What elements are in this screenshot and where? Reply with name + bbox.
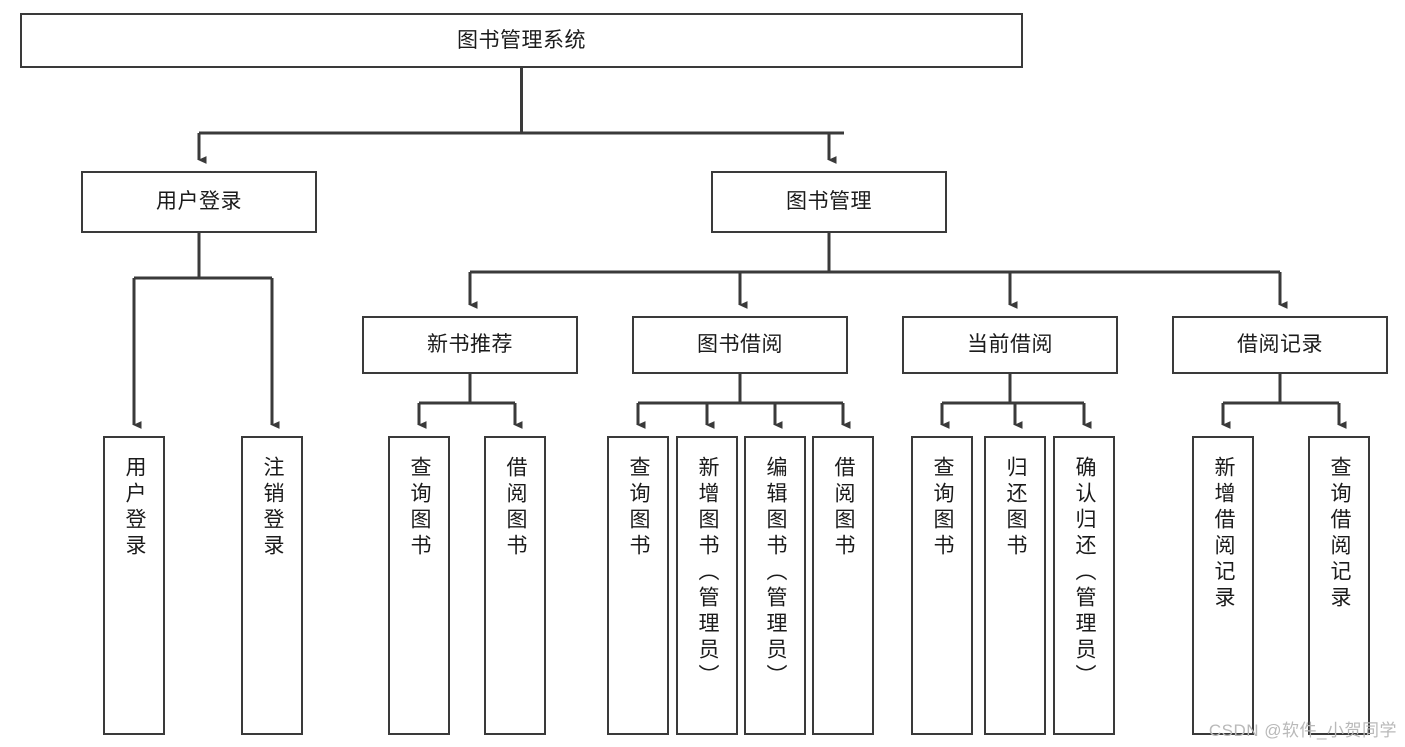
- node-leaf-confirm-return-admin-label: 确认归还（管理员）: [1073, 456, 1097, 690]
- node-leaf-borrow-book-1[interactable]: 借阅图书: [484, 436, 546, 735]
- node-leaf-add-borrow-record-label: 新增借阅记录: [1212, 456, 1236, 612]
- node-book-borrow[interactable]: 图书借阅: [632, 316, 848, 374]
- node-borrow-record[interactable]: 借阅记录: [1172, 316, 1388, 374]
- node-leaf-query-book-3[interactable]: 查询图书: [911, 436, 973, 735]
- node-leaf-return-book[interactable]: 归还图书: [984, 436, 1046, 735]
- node-leaf-query-book-1[interactable]: 查询图书: [388, 436, 450, 735]
- node-book-management-label: 图书管理: [786, 190, 872, 214]
- node-user-login[interactable]: 用户登录: [81, 171, 317, 233]
- node-leaf-query-book-1-label: 查询图书: [408, 456, 432, 560]
- node-current-borrow[interactable]: 当前借阅: [902, 316, 1118, 374]
- node-user-login-label: 用户登录: [156, 190, 242, 214]
- node-leaf-logout-login-label: 注销登录: [261, 456, 285, 560]
- node-leaf-query-borrow-record[interactable]: 查询借阅记录: [1308, 436, 1370, 735]
- node-leaf-query-borrow-record-label: 查询借阅记录: [1328, 456, 1352, 612]
- node-new-book-recommend[interactable]: 新书推荐: [362, 316, 578, 374]
- node-leaf-borrow-book-1-label: 借阅图书: [504, 456, 528, 560]
- node-book-management[interactable]: 图书管理: [711, 171, 947, 233]
- node-leaf-query-book-3-label: 查询图书: [931, 456, 955, 560]
- node-root[interactable]: 图书管理系统: [20, 13, 1023, 68]
- node-leaf-user-login-label: 用户登录: [123, 456, 147, 560]
- node-leaf-borrow-book-2-label: 借阅图书: [832, 456, 856, 560]
- node-leaf-user-login[interactable]: 用户登录: [103, 436, 165, 735]
- node-leaf-add-borrow-record[interactable]: 新增借阅记录: [1192, 436, 1254, 735]
- node-leaf-query-book-2[interactable]: 查询图书: [607, 436, 669, 735]
- node-leaf-edit-book-admin[interactable]: 编辑图书（管理员）: [744, 436, 806, 735]
- node-leaf-borrow-book-2[interactable]: 借阅图书: [812, 436, 874, 735]
- node-current-borrow-label: 当前借阅: [967, 333, 1053, 357]
- node-leaf-edit-book-admin-label: 编辑图书（管理员）: [764, 456, 788, 690]
- node-leaf-query-book-2-label: 查询图书: [627, 456, 651, 560]
- node-book-borrow-label: 图书借阅: [697, 333, 783, 357]
- node-leaf-add-book-admin[interactable]: 新增图书（管理员）: [676, 436, 738, 735]
- node-leaf-return-book-label: 归还图书: [1004, 456, 1028, 560]
- node-borrow-record-label: 借阅记录: [1237, 333, 1323, 357]
- node-root-label: 图书管理系统: [457, 28, 586, 52]
- node-leaf-add-book-admin-label: 新增图书（管理员）: [696, 456, 720, 690]
- node-new-book-recommend-label: 新书推荐: [427, 333, 513, 357]
- node-leaf-confirm-return-admin[interactable]: 确认归还（管理员）: [1053, 436, 1115, 735]
- node-leaf-logout-login[interactable]: 注销登录: [241, 436, 303, 735]
